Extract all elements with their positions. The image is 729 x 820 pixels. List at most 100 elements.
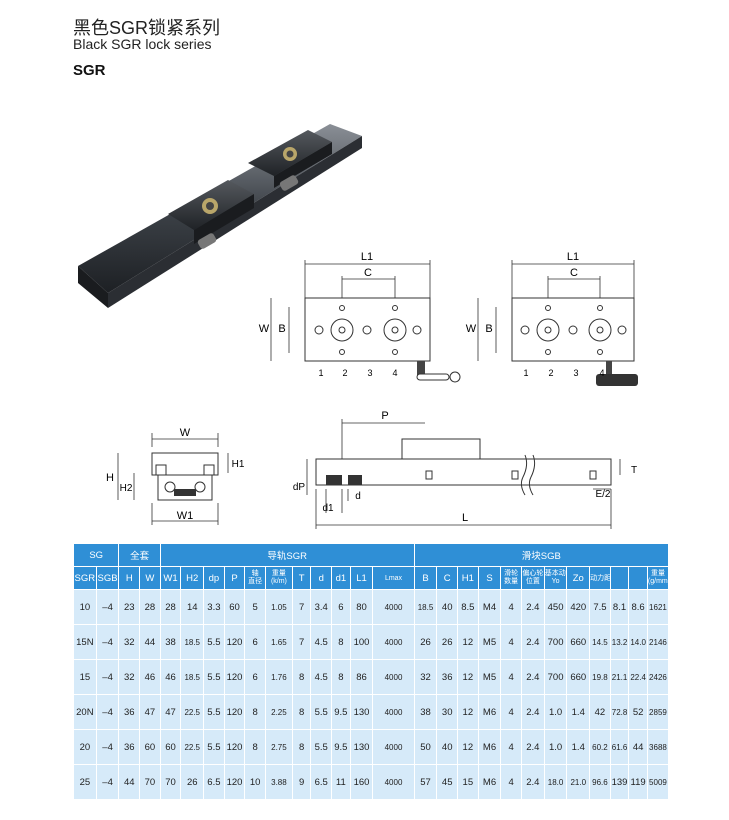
table-cell: 15 — [457, 764, 479, 800]
column-header-label: 基本动力安全负荷 — [544, 570, 566, 577]
table-cell: 38 — [159, 624, 182, 660]
column-header: L1 — [349, 566, 374, 590]
pos-1-2: 1 — [523, 368, 528, 378]
table-cell: 6 — [244, 659, 266, 695]
table-cell: 36 — [118, 729, 141, 765]
table-cell: –4 — [95, 659, 120, 695]
column-header — [609, 566, 630, 590]
table-cell: 47 — [159, 694, 182, 730]
table-cell: 4000 — [372, 589, 415, 625]
table-cell: 60 — [139, 729, 161, 765]
table-cell: 19.8 — [589, 659, 611, 695]
dim-L: L — [462, 512, 468, 524]
table-cell: 2.4 — [521, 589, 545, 625]
table-cell: 47 — [139, 694, 161, 730]
table-cell: 700 — [543, 624, 568, 660]
table-cell: 72.8 — [609, 694, 630, 730]
table-cell: 20 — [73, 729, 97, 765]
table-cell: 3.4 — [310, 589, 333, 625]
dim-H: H — [106, 472, 114, 484]
table-cell: 9.5 — [331, 729, 351, 765]
column-header-label: 偏心轮 — [522, 570, 544, 577]
table-cell: 1621 — [646, 589, 670, 625]
table-cell: 12 — [457, 659, 479, 695]
table-cell: 4.5 — [310, 659, 333, 695]
table-cell: 4000 — [372, 764, 415, 800]
column-header: 偏心轮位置 — [521, 566, 545, 590]
table-cell: –4 — [95, 729, 120, 765]
table-cell: 14 — [180, 589, 205, 625]
table-cell: 21.0 — [566, 764, 591, 800]
table-cell: 4000 — [372, 659, 415, 695]
table-cell: 2.25 — [265, 694, 293, 730]
table-cell: 14.5 — [589, 624, 611, 660]
table-cell: 4 — [500, 764, 522, 800]
table-cell: 26 — [413, 624, 438, 660]
dim-P: P — [381, 410, 388, 422]
table-cell: 5.5 — [203, 729, 225, 765]
column-header: S — [477, 566, 502, 590]
column-header-sub: Zo — [572, 572, 584, 584]
column-header-label: 重量 — [650, 570, 665, 577]
column-header: H2 — [180, 566, 205, 590]
column-header-sub: Yo — [551, 578, 560, 585]
table-cell: 26 — [180, 764, 205, 800]
table-cell: 3688 — [646, 729, 670, 765]
table-cell: 8.1 — [609, 589, 630, 625]
table-cell: 46 — [159, 659, 182, 695]
table-cell: 36 — [436, 659, 459, 695]
table-cell: 1.05 — [265, 589, 293, 625]
column-header: d1 — [331, 566, 351, 590]
table-cell: 8 — [331, 659, 351, 695]
column-header: T — [291, 566, 312, 590]
table-cell: 18.5 — [180, 624, 205, 660]
table-cell: 1.0 — [543, 729, 568, 765]
table-cell: 30 — [436, 694, 459, 730]
table-cell: 1.4 — [566, 694, 591, 730]
table-cell: 6.5 — [310, 764, 333, 800]
table-cell: 1.0 — [543, 694, 568, 730]
column-header: W — [139, 566, 161, 590]
table-cell: 8 — [291, 694, 312, 730]
table-cell: 70 — [139, 764, 161, 800]
table-cell: 2859 — [646, 694, 670, 730]
column-header: dp — [203, 566, 225, 590]
table-cell: 21.1 — [609, 659, 630, 695]
table-cell: 70 — [159, 764, 182, 800]
table-cell: 120 — [223, 659, 246, 695]
table-cell: 44 — [118, 764, 141, 800]
pos-2: 2 — [342, 368, 347, 378]
dim-C-2: C — [570, 267, 578, 279]
column-header-label: 轴 — [251, 570, 259, 577]
table-cell: 60 — [223, 589, 246, 625]
table-cell: 420 — [566, 589, 591, 625]
table-cell: 5.5 — [203, 659, 225, 695]
column-header: 重量(g/mm) — [646, 566, 670, 590]
table-cell: 42 — [589, 694, 611, 730]
table-cell: 5.5 — [203, 694, 225, 730]
column-header-sub: (g/mm) — [647, 578, 669, 585]
column-header: P — [223, 566, 246, 590]
table-cell: –4 — [95, 764, 120, 800]
table-cell: 2.4 — [521, 659, 545, 695]
pos-2-2: 2 — [548, 368, 553, 378]
table-cell: 3.3 — [203, 589, 225, 625]
table-cell: 2.4 — [521, 694, 545, 730]
dim-d: d — [355, 491, 361, 502]
dim-W-end: W — [180, 427, 191, 439]
table-cell: 5.5 — [310, 694, 333, 730]
table-cell: 60 — [159, 729, 182, 765]
dim-B: B — [278, 323, 285, 335]
column-header: H — [118, 566, 141, 590]
table-cell: 6 — [331, 589, 351, 625]
table-cell: 2.4 — [521, 624, 545, 660]
column-header: 轴直径 — [244, 566, 266, 590]
table-cell: 18.5 — [180, 659, 205, 695]
table-cell: 1.4 — [566, 729, 591, 765]
table-cell: 22.4 — [628, 659, 648, 695]
table-cell: 57 — [413, 764, 438, 800]
table-cell: 120 — [223, 694, 246, 730]
table-cell: 38 — [413, 694, 438, 730]
